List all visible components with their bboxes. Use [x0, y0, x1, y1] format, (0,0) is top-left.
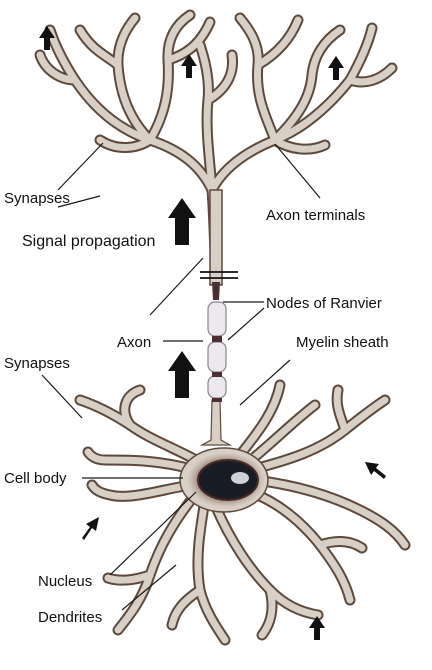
label-dendrites: Dendrites	[38, 609, 102, 626]
leader-lines	[41, 142, 321, 611]
leader-synapses-top-2	[57, 142, 104, 191]
myelin-segment	[207, 341, 227, 373]
myelin-segment	[207, 375, 227, 399]
up-arrow-icon	[168, 351, 196, 398]
myelin-segments	[207, 301, 227, 402]
up-arrow-icon	[168, 198, 196, 245]
diagonal-arrow-icon	[82, 517, 99, 540]
diagonal-arrow-icon	[365, 462, 386, 479]
axon-shaft	[199, 189, 238, 446]
leader-axon	[149, 257, 204, 316]
signal-arrows	[39, 26, 386, 640]
nucleolus-shape	[231, 472, 249, 484]
node-of-ranvier	[212, 398, 222, 402]
myelin-segment	[207, 301, 227, 337]
node-of-ranvier	[212, 372, 222, 377]
label-axon-terminals: Axon terminals	[266, 207, 365, 224]
up-arrow-icon	[309, 616, 325, 640]
nucleus-shape	[197, 459, 259, 501]
up-arrow-icon	[39, 26, 55, 50]
label-nucleus: Nucleus	[38, 573, 92, 590]
labels: Synapses Axon terminals Signal propagati…	[4, 190, 389, 626]
label-synapses-top: Synapses	[4, 190, 70, 207]
label-myelin-sheath: Myelin sheath	[296, 334, 389, 351]
axon-terminal-tree	[34, 9, 398, 274]
leader-myelin	[239, 359, 291, 406]
cell-body	[179, 447, 269, 513]
leader-axon-terminals	[274, 143, 321, 199]
leader-nucleus	[109, 491, 197, 576]
leader-dendrites	[121, 564, 177, 611]
up-arrow-icon	[328, 56, 344, 80]
leader-synapses-top	[57, 195, 101, 208]
label-signal-propagation: Signal propagation	[22, 233, 155, 250]
label-nodes-of-ranvier: Nodes of Ranvier	[266, 295, 382, 312]
node-of-ranvier	[212, 336, 222, 342]
leader-synapses-bottom	[41, 374, 83, 419]
label-synapses-bottom: Synapses	[4, 355, 70, 372]
dendrite-tree	[74, 379, 411, 646]
leader-nodes-2	[227, 307, 265, 341]
label-axon: Axon	[117, 334, 151, 351]
up-arrow-icon	[181, 54, 197, 78]
label-cell-body: Cell body	[4, 470, 67, 487]
